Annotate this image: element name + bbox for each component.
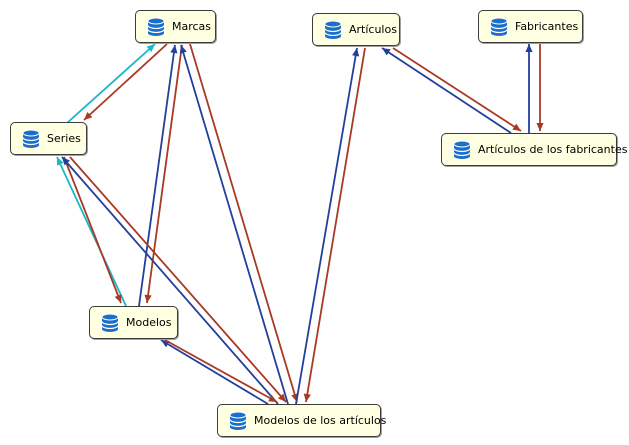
table-label-articulos-de-los-fabricantes: Artículos de los fabricantes xyxy=(478,143,628,156)
database-icon xyxy=(147,17,165,36)
arrowhead xyxy=(303,393,311,402)
table-node-fabricantes[interactable]: Fabricantes xyxy=(478,10,583,43)
table-label-marcas: Marcas xyxy=(172,20,212,33)
arrowhead xyxy=(512,123,521,131)
relationship-articulos-fabricantes-to-fabricantes[interactable] xyxy=(525,44,533,133)
arrowhead xyxy=(62,157,70,166)
arrowhead xyxy=(525,44,533,52)
arrowhead xyxy=(352,48,360,57)
table-node-modelos[interactable]: Modelos xyxy=(89,306,178,339)
arrowhead xyxy=(84,111,93,120)
arrowhead xyxy=(179,45,187,54)
table-label-modelos: Modelos xyxy=(126,316,172,329)
table-label-fabricantes: Fabricantes xyxy=(515,20,579,33)
relationship-fabricantes-to-articulos-fabricantes[interactable] xyxy=(536,44,544,131)
arrowhead xyxy=(278,393,286,402)
relationship-modelos-articulos-to-modelos[interactable] xyxy=(160,339,269,405)
relationship-marcas-to-modelos[interactable] xyxy=(144,44,183,304)
relationship-articulos-fabricantes-to-articulos[interactable] xyxy=(381,47,512,134)
database-icon xyxy=(22,129,40,148)
database-icon xyxy=(490,17,508,36)
relationship-series-to-modelos-articulos[interactable] xyxy=(69,156,287,403)
relationship-modelos-to-series[interactable] xyxy=(56,156,127,307)
arrowhead xyxy=(57,157,64,166)
table-label-series: Series xyxy=(47,132,81,145)
relationship-series-to-marcas[interactable] xyxy=(66,43,156,124)
relationship-modelos-articulos-to-series[interactable] xyxy=(61,156,279,405)
arrowhead xyxy=(114,294,122,303)
relationship-modelos-to-modelos-articulos[interactable] xyxy=(164,339,278,403)
table-node-marcas[interactable]: Marcas xyxy=(135,10,216,43)
table-node-series[interactable]: Series xyxy=(10,122,87,155)
arrowhead xyxy=(382,48,391,56)
table-node-modelos-de-los-articulos[interactable]: Modelos de los artículos xyxy=(217,404,386,437)
database-icon xyxy=(229,411,247,430)
arrowhead xyxy=(146,44,155,53)
relationship-articulos-to-modelos-articulos[interactable] xyxy=(303,47,366,403)
table-label-articulos: Artículos xyxy=(349,23,397,36)
relationship-modelos-articulos-to-marcas[interactable] xyxy=(179,44,289,405)
relationship-marcas-to-series[interactable] xyxy=(83,43,168,121)
table-label-modelos-de-los-articulos: Modelos de los artículos xyxy=(254,414,387,427)
relationship-marcas-to-modelos-articulos[interactable] xyxy=(189,43,299,403)
table-node-articulos[interactable]: Artículos xyxy=(312,13,400,46)
relationship-modelos-articulos-to-articulos[interactable] xyxy=(295,47,360,405)
database-icon xyxy=(324,20,342,39)
table-node-articulos-de-los-fabricantes[interactable]: Artículos de los fabricantes xyxy=(441,133,627,166)
relationship-articulos-to-articulos-fabricantes[interactable] xyxy=(392,47,522,132)
arrowhead xyxy=(144,294,152,303)
database-icon xyxy=(101,313,119,332)
arrowhead xyxy=(536,123,544,131)
arrowhead xyxy=(268,394,277,402)
relationship-modelos-to-marcas[interactable] xyxy=(138,44,178,307)
database-icon xyxy=(453,140,471,159)
relationship-series-to-modelos[interactable] xyxy=(63,156,122,304)
arrowhead xyxy=(170,45,178,54)
